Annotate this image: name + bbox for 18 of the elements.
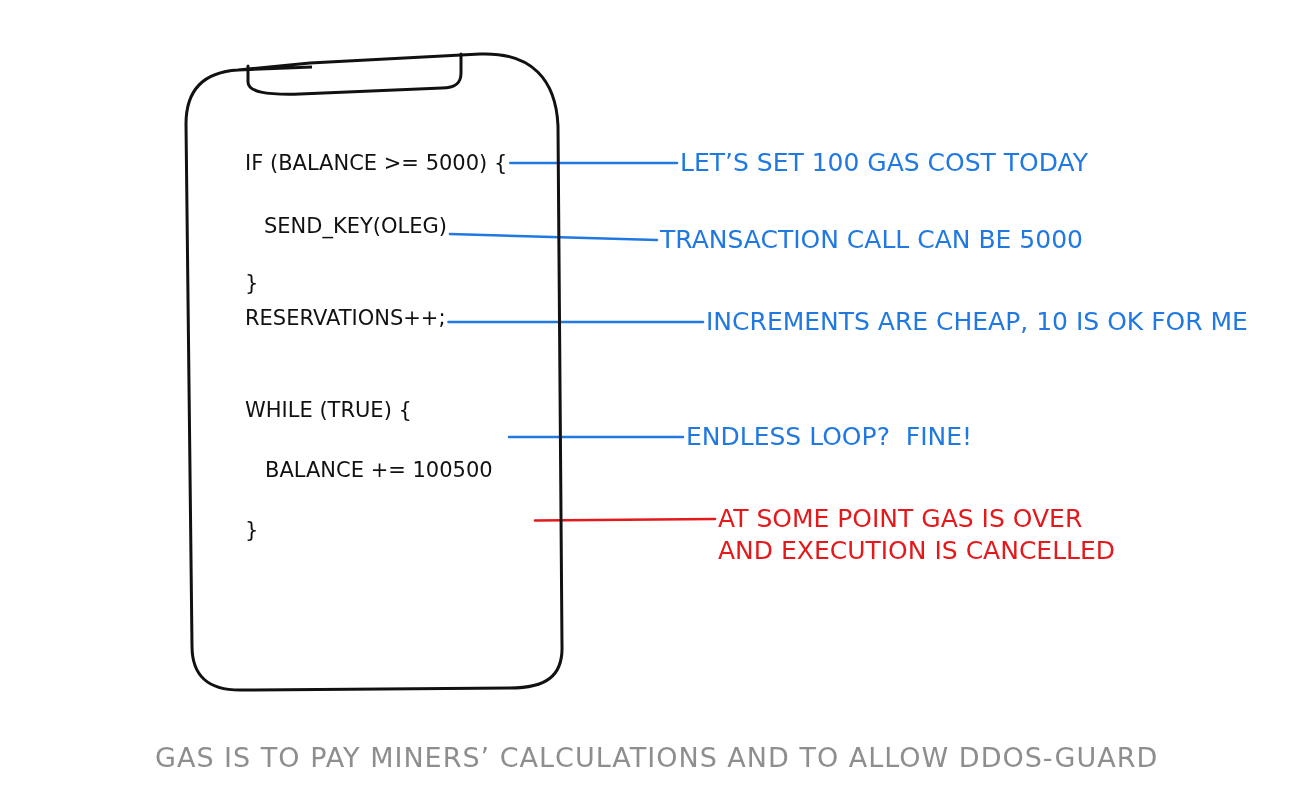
annotation-text: LET’S SET 100 GAS COST TODAY (680, 147, 1088, 179)
annotation-text: INCREMENTS ARE CHEAP, 10 IS OK FOR ME (706, 306, 1248, 338)
annotation-text: AT SOME POINT GAS IS OVER AND EXECUTION IS CANCELLED (718, 503, 1123, 567)
code-line: IF (BALANCE >= 5000) { (245, 150, 508, 176)
annotation-text: ENDLESS LOOP? FINE! (686, 421, 973, 453)
code-line: SEND_KEY(OLEG) (264, 213, 447, 239)
caption: GAS IS TO PAY MINERS’ CALCULATIONS AND TO ALLOW DDOS-GUARD (155, 742, 1159, 774)
code-line: WHILE (TRUE) { (245, 397, 412, 423)
leader-line (533, 517, 717, 522)
leader-line (509, 161, 679, 165)
annotation-text: TRANSACTION CALL CAN BE 5000 (660, 224, 1083, 256)
code-line: BALANCE += 100500 (265, 457, 493, 483)
leader-line (507, 435, 685, 439)
leader-line (448, 232, 659, 242)
code-line: } (245, 517, 259, 543)
code-line: } (245, 270, 259, 296)
code-line: RESERVATIONS++; (245, 305, 446, 331)
leader-line (447, 320, 705, 324)
